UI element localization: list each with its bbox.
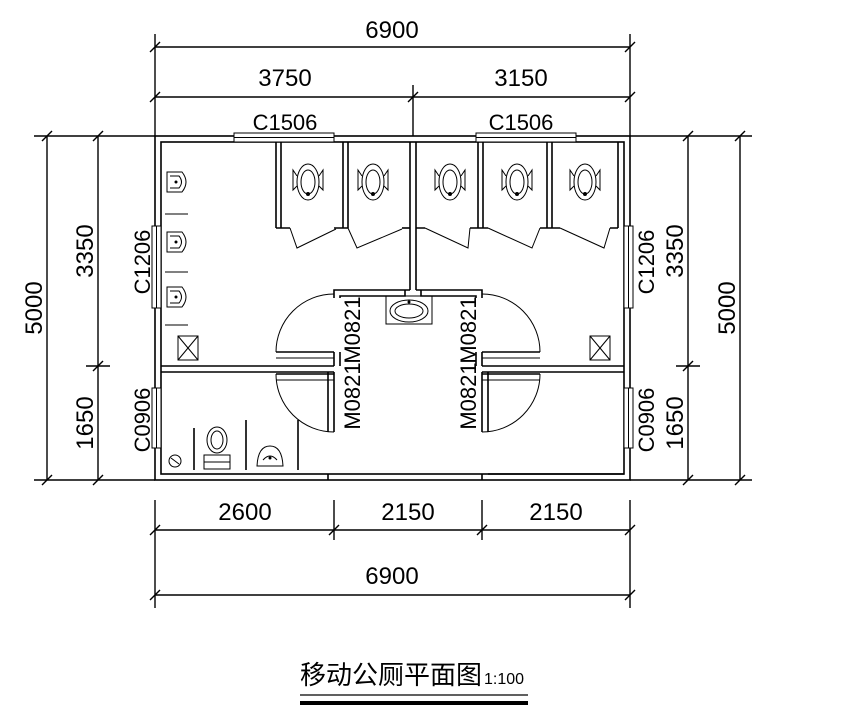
wall-urinal-icon [256,445,284,467]
dim-top-left: 3750 [258,65,311,92]
label-door-left-lower: M0821 [340,362,365,429]
bottom-dimensions: 2600 2150 2150 6900 [149,499,636,608]
dim-bottom-left: 2600 [218,499,271,526]
label-door-right-lower: M0821 [456,362,481,429]
label-window-left-lower: C0906 [130,388,155,453]
grab-bar-icon [193,420,299,470]
urinal-icon [166,171,187,193]
label-window-right-upper: C1206 [634,230,659,295]
wash-basin-icon [385,295,433,325]
labels: C1506 C1506 C1206 C0906 C1206 C0906 M082… [130,110,659,452]
dim-right-total: 5000 [714,281,741,334]
urinals [165,171,188,326]
western-toilet-icon [203,426,231,470]
dim-right-upper: 3350 [662,224,689,277]
urinal-icon [166,286,187,308]
label-window-top-left: C1506 [253,110,318,135]
squat-toilets [292,163,601,201]
squat-toilet-icon [434,163,466,201]
title-scale: 1:100 [484,671,524,688]
toilet-stalls [275,142,619,249]
label-door-right-upper: M0821 [456,296,481,363]
squat-toilet-icon [292,163,324,201]
dim-left-lower: 1650 [72,396,99,449]
label-window-left-upper: C1206 [130,230,155,295]
label-window-top-right: C1506 [489,110,554,135]
windows [151,132,634,449]
label-door-left-upper: M0821 [340,296,365,363]
dim-top-total: 6900 [365,17,418,44]
swing-doors [275,293,541,433]
top-dimensions: 6900 3750 3150 [149,17,636,136]
floor-drain-icon [168,454,182,468]
drawing-title: 移动公厕平面图 1:100 [300,661,528,705]
building-walls [154,135,631,481]
floor-drain-boxes [177,335,611,361]
label-window-right-lower: C0906 [634,388,659,453]
floor-drain-left [177,335,199,361]
dim-bottom-right: 2150 [529,499,582,526]
left-dimensions: 5000 3350 1650 [21,130,155,486]
urinal-icon [166,231,187,253]
squat-toilet-icon [569,163,601,201]
dim-top-right: 3150 [494,65,547,92]
dim-right-lower: 1650 [662,396,689,449]
right-dimensions: 3350 1650 5000 [630,130,752,486]
squat-toilet-icon [357,163,389,201]
dim-left-upper: 3350 [72,224,99,277]
floor-drain-right [589,335,611,361]
lower-left-fixtures [168,420,299,470]
dim-left-total: 5000 [21,281,48,334]
dim-bottom-total: 6900 [365,563,418,590]
dim-bottom-mid: 2150 [381,499,434,526]
squat-toilet-icon [501,163,533,201]
title-text: 移动公厕平面图 [300,661,482,691]
